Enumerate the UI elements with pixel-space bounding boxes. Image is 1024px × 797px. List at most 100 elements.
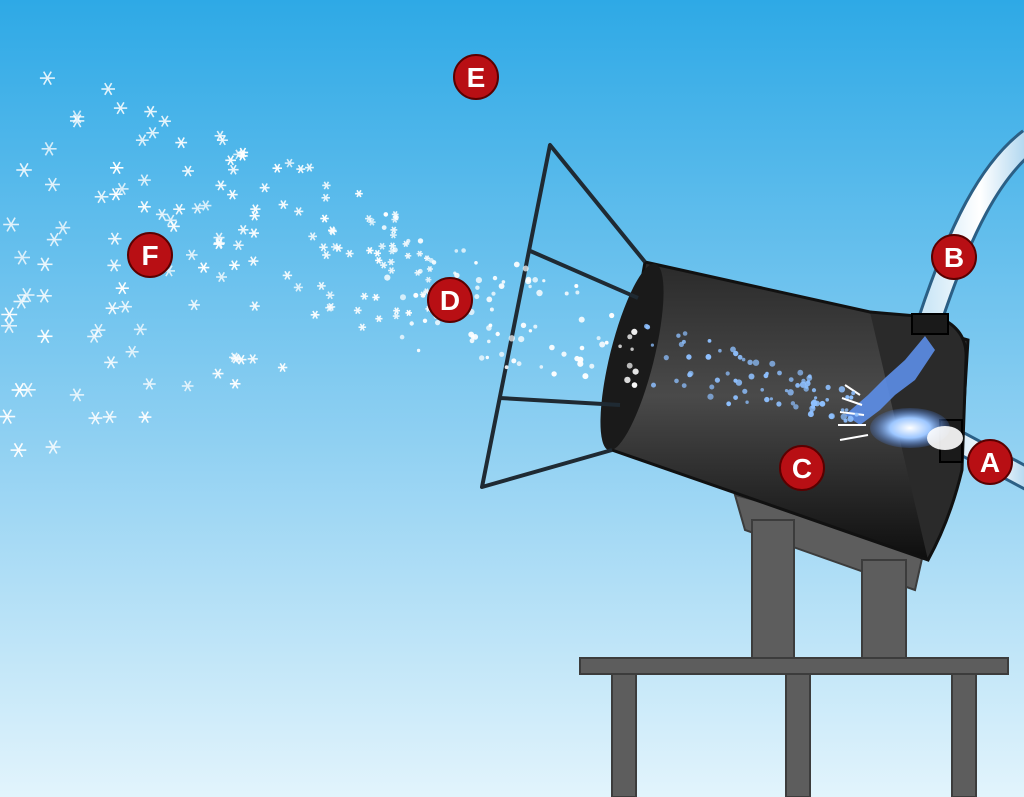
snowflake [426, 266, 433, 272]
label-c: C [779, 445, 825, 491]
water-droplet [599, 341, 606, 348]
snowflake [19, 287, 35, 303]
water-droplet [399, 334, 405, 340]
snowflake [272, 163, 282, 173]
label-d-text: D [440, 285, 460, 316]
label-a-text: A [980, 447, 1000, 478]
snowflake [101, 82, 115, 96]
snowflake [45, 177, 60, 192]
label-e: E [453, 54, 499, 100]
water-droplet [384, 274, 391, 281]
snowflake [326, 302, 336, 311]
snowflake [217, 135, 228, 146]
water-droplet [840, 408, 845, 412]
water-droplet [764, 396, 770, 403]
water-droplet [799, 381, 807, 388]
water-droplet [498, 283, 505, 289]
snowflake [325, 291, 335, 300]
snowflake [70, 114, 85, 128]
water-droplet [392, 247, 398, 253]
water-droplet [651, 382, 656, 388]
snowflake [294, 207, 304, 216]
snowflake [138, 411, 152, 424]
snowflake [373, 249, 381, 257]
snowflake [365, 214, 373, 223]
water-droplet [574, 355, 580, 362]
water-droplet [604, 340, 609, 345]
snowflake [200, 200, 212, 211]
snowflake [388, 267, 395, 274]
snowflake [11, 382, 28, 398]
water-droplet [849, 395, 854, 400]
water-droplet [730, 346, 736, 353]
water-droplet [394, 215, 399, 220]
snowflake [16, 162, 32, 178]
snowflake [305, 163, 314, 172]
water-droplet [806, 375, 813, 381]
snowflake [109, 188, 123, 201]
water-droplet [663, 355, 669, 361]
water-droplet [765, 371, 769, 376]
water-droplet [409, 321, 414, 326]
water-droplet [681, 339, 686, 344]
water-droplet [475, 285, 480, 290]
water-droplet [579, 345, 585, 351]
snowflake [113, 101, 128, 115]
water-droplet [687, 370, 694, 377]
snowflake [405, 309, 412, 317]
snowflake [322, 251, 331, 260]
snowflake [321, 193, 330, 202]
water-droplet [413, 292, 419, 298]
snowflake [138, 174, 151, 186]
snowflake [135, 134, 149, 147]
label-e-text: E [467, 62, 486, 93]
water-droplet [788, 377, 794, 382]
snowflake [182, 165, 194, 177]
water-droplet [499, 351, 505, 357]
snowflake [284, 158, 295, 168]
snowflake [133, 323, 147, 336]
snowflake [164, 214, 177, 226]
snowflake [146, 126, 159, 139]
water-droplet [578, 316, 585, 323]
water-droplet [516, 361, 522, 367]
water-droplet [589, 363, 595, 369]
water-droplet [807, 411, 814, 418]
water-droplet [747, 359, 753, 365]
water-droplet [624, 376, 631, 384]
water-droplet [513, 261, 520, 268]
water-droplet [489, 307, 494, 312]
snowflake [0, 409, 16, 424]
water-droplet [474, 261, 478, 265]
water-droplet [809, 405, 816, 412]
snowflake [293, 283, 303, 292]
snowflake [390, 226, 398, 234]
water-droplet [769, 397, 774, 401]
water-droplet [752, 359, 760, 366]
snowflake [37, 329, 53, 344]
snowflake [278, 200, 289, 210]
snowflake [115, 182, 129, 196]
water-droplet [532, 277, 538, 283]
water-droplet [564, 291, 569, 296]
snowflake [380, 261, 388, 269]
snowflake [104, 356, 118, 369]
snowflake [358, 323, 367, 331]
water-hose [917, 129, 1024, 325]
water-droplet [681, 383, 687, 388]
water-droplet [435, 320, 441, 326]
snowflake [249, 210, 260, 221]
snowflake [366, 246, 374, 255]
water-droplet [707, 339, 712, 343]
water-droplet [825, 398, 829, 402]
water-droplet [686, 354, 692, 360]
water-droplet [525, 276, 532, 283]
snowflake [322, 181, 331, 190]
snowflake [10, 442, 27, 458]
snowflake [107, 259, 121, 272]
snowflake [144, 105, 157, 118]
water-droplet [479, 355, 485, 361]
water-droplet [575, 290, 580, 295]
snowflake [91, 323, 106, 337]
